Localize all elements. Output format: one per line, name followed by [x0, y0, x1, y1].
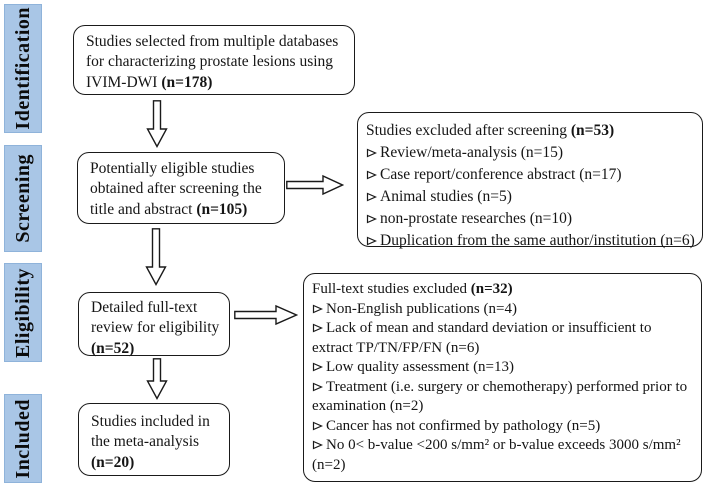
arrow-down-eligibility-to-included-icon [145, 358, 169, 400]
box-screening-text: Potentially eligible studies obtained af… [90, 160, 262, 218]
exclusion-item-text: Review/meta-analysis (n=15) [380, 144, 564, 161]
exclusion-item-text: Cancer has not confirmed by pathology (n… [326, 417, 601, 434]
exclusion-item-text: Duplication from the same author/institu… [380, 232, 695, 249]
exclusion-item: Non-English publications (n=4) [312, 300, 695, 320]
stage-screening: Screening [4, 145, 42, 252]
exclusion-item: Duplication from the same author/institu… [366, 230, 696, 252]
box-eligibility-count: (n=52) [91, 339, 135, 357]
exclusion-item: Low quality assessment (n=13) [312, 358, 695, 378]
exclusion-item-text: Lack of mean and standard deviation or i… [312, 320, 652, 356]
arrowhead-bullet-icon [366, 170, 377, 180]
arrowhead-bullet-icon [366, 236, 377, 246]
exclusion-item-text: Case report/conference abstract (n=17) [380, 166, 622, 183]
exclusion-item-text: Treatment (i.e. surgery or chemotherapy)… [312, 378, 688, 415]
arrow-down-identification-to-screening-icon [145, 100, 169, 148]
exclusion-item: Case report/conference abstract (n=17) [366, 164, 696, 186]
box-identification-count: (n=178) [161, 73, 213, 91]
box-screening-count: (n=105) [196, 200, 248, 218]
exclusion-item-text: non-prostate researches (n=10) [380, 210, 573, 227]
box-included-studies: Studies included in the meta-analysis (n… [78, 403, 230, 476]
arrowhead-bullet-icon [312, 304, 323, 313]
exclusion-item: Review/meta-analysis (n=15) [366, 142, 696, 164]
arrowhead-bullet-icon [312, 382, 323, 391]
arrowhead-bullet-icon [366, 192, 377, 202]
box-included-count: (n=20) [91, 453, 135, 471]
arrow-right-screening-to-excluded-icon [286, 174, 344, 196]
arrow-right-eligibility-to-excluded-icon [234, 304, 298, 326]
stage-included: Included [4, 394, 42, 483]
box-fulltext-excluded: Full-text studies excluded (n=32) Non-En… [303, 273, 702, 482]
exclusion-item-text: Low quality assessment (n=13) [326, 359, 515, 375]
arrow-down-screening-to-eligibility-icon [144, 228, 168, 286]
box-eligibility-text: Detailed full-text review for eligibilit… [91, 299, 220, 337]
box-screening-excluded: Studies excluded after screening (n=53) … [357, 112, 703, 249]
fulltext-excluded-title: Full-text studies excluded [312, 281, 467, 297]
exclusion-item: Cancer has not confirmed by pathology (n… [312, 417, 695, 437]
screening-excluded-header: Studies excluded after screening (n=53) [366, 120, 696, 142]
stage-eligibility-label: Eligibility [11, 267, 34, 358]
exclusion-item: Treatment (i.e. surgery or chemotherapy)… [312, 378, 695, 417]
exclusion-item: No 0< b-value <200 s/mm² or b-value exce… [312, 436, 695, 475]
arrowhead-bullet-icon [312, 323, 323, 333]
box-identification-studies: Studies selected from multiple databases… [73, 25, 355, 95]
exclusion-item-text: No 0< b-value <200 s/mm² or b-value exce… [312, 437, 681, 473]
exclusion-item-text: Animal studies (n=5) [380, 188, 512, 205]
box-included-text: Studies included in the meta-analysis [91, 413, 210, 451]
stage-identification: Identification [4, 4, 42, 133]
exclusion-item: Lack of mean and standard deviation or i… [312, 319, 695, 358]
arrowhead-bullet-icon [366, 148, 377, 158]
exclusion-item: Animal studies (n=5) [366, 186, 696, 208]
arrowhead-bullet-icon [312, 440, 323, 450]
stage-screening-label: Screening [11, 154, 34, 243]
arrowhead-bullet-icon [312, 362, 323, 372]
arrowhead-bullet-icon [366, 214, 377, 224]
screening-excluded-title: Studies excluded after screening [366, 122, 567, 139]
fulltext-excluded-header: Full-text studies excluded (n=32) [312, 280, 695, 300]
box-identification-text: Studies selected from multiple databases… [86, 33, 339, 91]
box-screening-eligible: Potentially eligible studies obtained af… [77, 152, 285, 224]
box-eligibility-review: Detailed full-text review for eligibilit… [78, 292, 230, 357]
stage-identification-label: Identification [11, 7, 34, 130]
fulltext-excluded-count: (n=32) [470, 281, 513, 297]
stage-included-label: Included [11, 398, 34, 479]
exclusion-item: non-prostate researches (n=10) [366, 208, 696, 230]
exclusion-item-text: Non-English publications (n=4) [326, 300, 517, 317]
arrowhead-bullet-icon [312, 421, 323, 430]
stage-eligibility: Eligibility [4, 263, 42, 362]
screening-excluded-count: (n=53) [570, 122, 615, 139]
